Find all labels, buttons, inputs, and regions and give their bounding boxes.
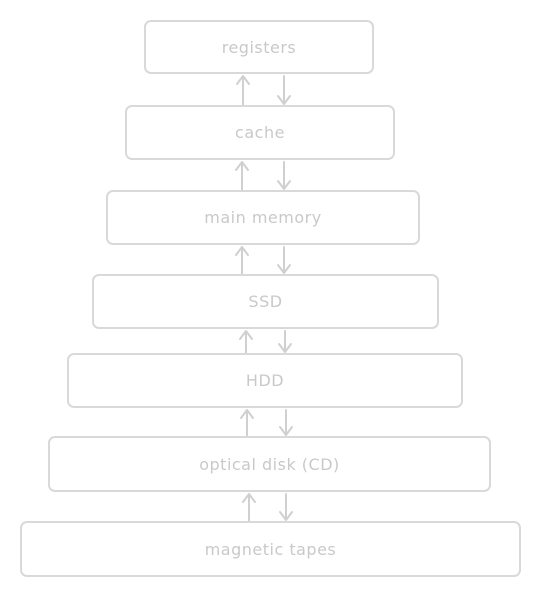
arrow-pair-main-memory-ssd: [235, 246, 291, 275]
level-label: SSD: [248, 292, 283, 311]
up-arrow: [242, 493, 256, 522]
up-arrow: [236, 75, 250, 106]
down-arrow: [279, 409, 293, 436]
arrow-pair-ssd-hdd: [239, 330, 292, 354]
arrow-pair-cache-main-memory: [235, 161, 291, 191]
up-arrow: [235, 246, 249, 275]
level-registers: registers: [144, 20, 374, 74]
level-main-memory: main memory: [106, 190, 420, 245]
level-magnetic-tapes: magnetic tapes: [20, 521, 521, 577]
level-label: main memory: [204, 208, 322, 227]
down-arrow: [279, 493, 293, 521]
down-arrow: [278, 330, 292, 353]
down-arrow: [277, 246, 291, 274]
down-arrow: [277, 161, 291, 190]
level-label: registers: [221, 37, 297, 57]
up-arrow: [235, 161, 249, 191]
level-hdd: HDD: [67, 353, 463, 408]
arrow-pair-registers-cache: [236, 75, 291, 106]
up-arrow: [239, 330, 253, 354]
level-label: optical disk (CD): [199, 454, 340, 474]
up-arrow: [240, 409, 254, 437]
arrow-pair-hdd-optical-disk: [240, 409, 293, 437]
level-label: cache: [235, 123, 285, 142]
level-label: magnetic tapes: [204, 539, 337, 559]
level-optical-disk: optical disk (CD): [48, 436, 491, 492]
arrow-pair-optical-disk-magnetic-tapes: [242, 493, 293, 522]
level-label: HDD: [245, 371, 285, 390]
down-arrow: [277, 75, 291, 105]
level-ssd: SSD: [92, 274, 439, 329]
level-cache: cache: [125, 105, 395, 160]
